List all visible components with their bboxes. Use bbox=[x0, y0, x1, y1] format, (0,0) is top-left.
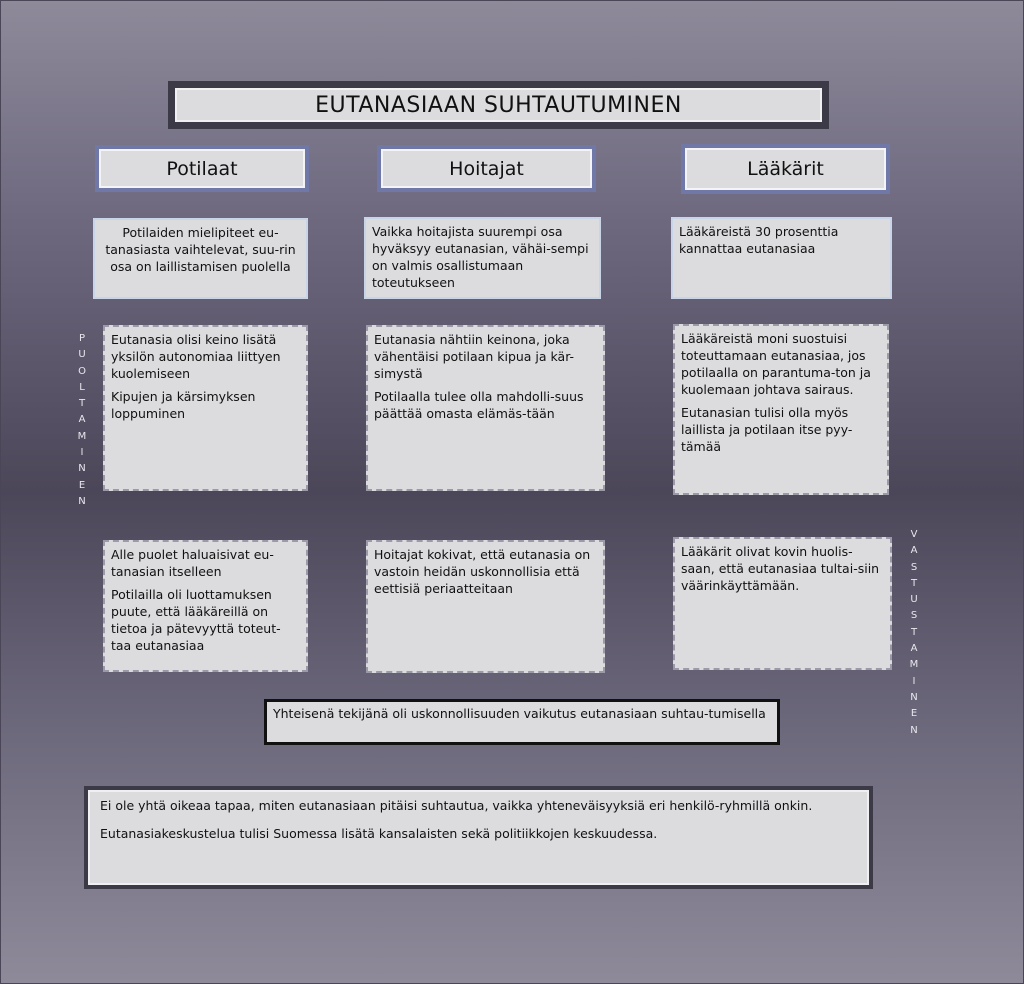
summary-laakarit: Lääkäreistä 30 prosenttia kannattaa euta… bbox=[671, 217, 892, 299]
side-label-letter: V bbox=[910, 529, 918, 540]
con-potilaat: Alle puolet haluaisivat eu-tanasian itse… bbox=[103, 540, 308, 672]
conclusion-line: Ei ole yhtä oikeaa tapaa, miten eutanasi… bbox=[100, 798, 813, 813]
side-label-letter: U bbox=[910, 594, 918, 606]
conclusion-inner: Ei ole yhtä oikeaa tapaa, miten eutanasi… bbox=[88, 790, 869, 885]
side-label-letter: E bbox=[910, 708, 918, 720]
con-hoitajat: Hoitajat kokivat, että eutanasia on vast… bbox=[366, 540, 605, 673]
side-label-letter: E bbox=[78, 479, 86, 491]
side-label-letter: S bbox=[910, 561, 918, 573]
pro-hoitajat: Eutanasia nähtiin keinona, joka vähentäi… bbox=[366, 325, 605, 491]
common-factor-box: Yhteisenä tekijänä oli uskonnollisuuden … bbox=[264, 699, 780, 745]
side-label-letter: I bbox=[80, 447, 84, 459]
side-label-letter: I bbox=[912, 675, 916, 687]
pro-hoitajat-item: Eutanasia nähtiin keinona, joka vähentäi… bbox=[374, 332, 575, 381]
diagram-title: EUTANASIAAN SUHTAUTUMINEN bbox=[175, 88, 822, 122]
side-label-letter: A bbox=[910, 643, 918, 655]
con-potilaat-item: Alle puolet haluaisivat eu-tanasian itse… bbox=[111, 547, 274, 579]
side-label-letter: N bbox=[78, 495, 86, 507]
header-potilaat: Potilaat bbox=[95, 145, 309, 192]
con-hoitajat-item: Hoitajat kokivat, että eutanasia on vast… bbox=[374, 547, 591, 596]
summary-hoitajat: Vaikka hoitajista suurempi osa hyväksyy … bbox=[364, 217, 601, 299]
side-label-letter: U bbox=[78, 349, 86, 361]
pro-potilaat-item: Kipujen ja kärsimyksen loppuminen bbox=[111, 389, 256, 421]
header-hoitajat-label: Hoitajat bbox=[381, 149, 592, 188]
pro-potilaat: Eutanasia olisi keino lisätä yksilön aut… bbox=[103, 325, 308, 491]
side-label-letter: A bbox=[78, 414, 86, 426]
pro-laakarit-item: Lääkäreistä moni suostuisi toteuttamaan … bbox=[681, 331, 871, 397]
pro-laakarit-item: Eutanasian tulisi olla myös laillista ja… bbox=[681, 405, 853, 454]
con-laakarit: Lääkärit olivat kovin huolis-saan, että … bbox=[673, 537, 892, 670]
side-label-letter: T bbox=[910, 577, 918, 589]
side-label-letter: L bbox=[79, 381, 85, 393]
side-label-letter: S bbox=[910, 610, 918, 622]
header-potilaat-label: Potilaat bbox=[99, 149, 305, 188]
conclusion-box: Ei ole yhtä oikeaa tapaa, miten eutanasi… bbox=[84, 786, 873, 889]
side-label-letter: O bbox=[78, 365, 86, 377]
side-label-letter: M bbox=[909, 659, 919, 671]
conclusion-line: Eutanasiakeskustelua tulisi Suomessa lis… bbox=[100, 826, 658, 841]
con-potilaat-item: Potilailla oli luottamuksen puute, että … bbox=[111, 587, 281, 653]
pro-laakarit: Lääkäreistä moni suostuisi toteuttamaan … bbox=[673, 324, 889, 495]
header-hoitajat: Hoitajat bbox=[377, 145, 596, 192]
header-laakarit-label: Lääkärit bbox=[685, 148, 886, 190]
summary-potilaat: Potilaiden mielipiteet eu-tanasiasta vai… bbox=[93, 218, 308, 299]
con-laakarit-item: Lääkärit olivat kovin huolis-saan, että … bbox=[681, 544, 880, 593]
summary-potilaat-text: Potilaiden mielipiteet eu-tanasiasta vai… bbox=[105, 225, 296, 274]
pro-potilaat-item: Eutanasia olisi keino lisätä yksilön aut… bbox=[111, 332, 281, 381]
common-factor-text: Yhteisenä tekijänä oli uskonnollisuuden … bbox=[273, 706, 766, 721]
header-laakarit: Lääkärit bbox=[681, 144, 890, 194]
side-label-letter: N bbox=[910, 724, 918, 736]
side-label-letter: T bbox=[78, 398, 86, 410]
summary-laakarit-text: Lääkäreistä 30 prosenttia kannattaa euta… bbox=[679, 224, 839, 256]
summary-hoitajat-text: Vaikka hoitajista suurempi osa hyväksyy … bbox=[372, 224, 589, 290]
diagram-title-box: EUTANASIAAN SUHTAUTUMINEN bbox=[168, 81, 829, 129]
side-label-letter: P bbox=[78, 333, 86, 344]
side-label-letter: N bbox=[78, 463, 86, 475]
side-label-letter: T bbox=[910, 626, 918, 638]
side-label-letter: N bbox=[910, 691, 918, 703]
pro-hoitajat-item: Potilaalla tulee olla mahdolli-suus päät… bbox=[374, 389, 584, 421]
side-label-letter: A bbox=[910, 545, 918, 557]
side-label-letter: M bbox=[77, 430, 87, 442]
